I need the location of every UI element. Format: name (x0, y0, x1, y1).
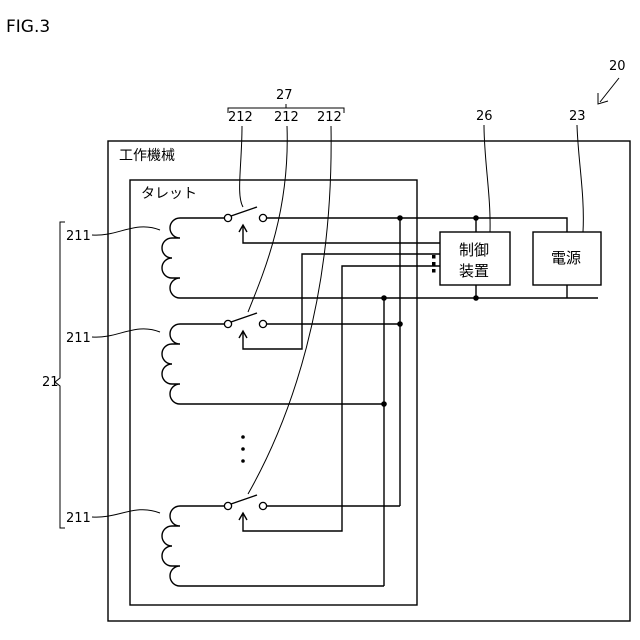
switch-212-b-leader (248, 126, 287, 312)
coil-3 (162, 506, 384, 586)
ref-power-23: 23 (569, 109, 586, 124)
ref-coil-211-a: 211 (66, 229, 91, 244)
machine-title: 工作機械 (119, 148, 175, 164)
switch-3-actuator (243, 266, 440, 531)
coil-ellipsis-dot-2 (241, 447, 245, 451)
junction-switch-2 (397, 321, 403, 327)
junction-bus-top (397, 215, 403, 221)
power-supply-label: 電源 (551, 249, 581, 267)
switch-2-terminal-left (224, 320, 231, 327)
figure-label: FIG.3 (6, 17, 50, 37)
coil-2 (162, 324, 384, 404)
switch-3-terminal-right (259, 502, 266, 509)
switch-1-terminal-right (259, 214, 266, 221)
controller-input-dot-3 (432, 269, 436, 273)
ref-system-arrow-line (600, 78, 619, 102)
switch-2-terminal-right (259, 320, 266, 327)
turret-box (130, 180, 417, 605)
ref-controller-26: 26 (476, 109, 493, 124)
switch-3-blade (231, 495, 257, 504)
switch-2-blade (231, 313, 257, 322)
controller-input-dot-2 (432, 262, 436, 266)
switch-1-blade (231, 207, 257, 216)
ref-switch-212-c: 212 (317, 110, 342, 125)
coil-211-b-leader (92, 329, 160, 337)
junction-coil-2-return (381, 401, 387, 407)
ref-coil-211-c: 211 (66, 511, 91, 526)
coil-ellipsis-dot-3 (241, 459, 245, 463)
switch-1-actuator (243, 226, 440, 243)
ref-switch-group-27: 27 (276, 88, 293, 103)
ref-switch-212-b: 212 (274, 110, 299, 125)
switch-212-c-leader (248, 126, 331, 494)
junction-controller-top (473, 215, 479, 221)
coil-211-a-leader (92, 227, 160, 235)
ref-coil-211-b: 211 (66, 331, 91, 346)
ref-system-20: 20 (609, 59, 626, 74)
ref-switch-212-a: 212 (228, 110, 253, 125)
junction-return-top (381, 295, 387, 301)
junction-controller-bottom (473, 295, 479, 301)
switch-3-terminal-left (224, 502, 231, 509)
switch-212-a-leader (240, 126, 243, 207)
machine-box (108, 141, 630, 621)
switch-1-terminal-left (224, 214, 231, 221)
turret-title: タレット (141, 186, 197, 202)
coil-ellipsis-dot-1 (241, 435, 245, 439)
controller-label-line2: 装置 (459, 262, 489, 280)
controller-label-line1: 制御 (459, 241, 489, 259)
controller-input-dot-1 (432, 255, 436, 259)
coil-211-c-leader (92, 510, 160, 517)
ref-coil-group-21: 21 (42, 375, 59, 390)
